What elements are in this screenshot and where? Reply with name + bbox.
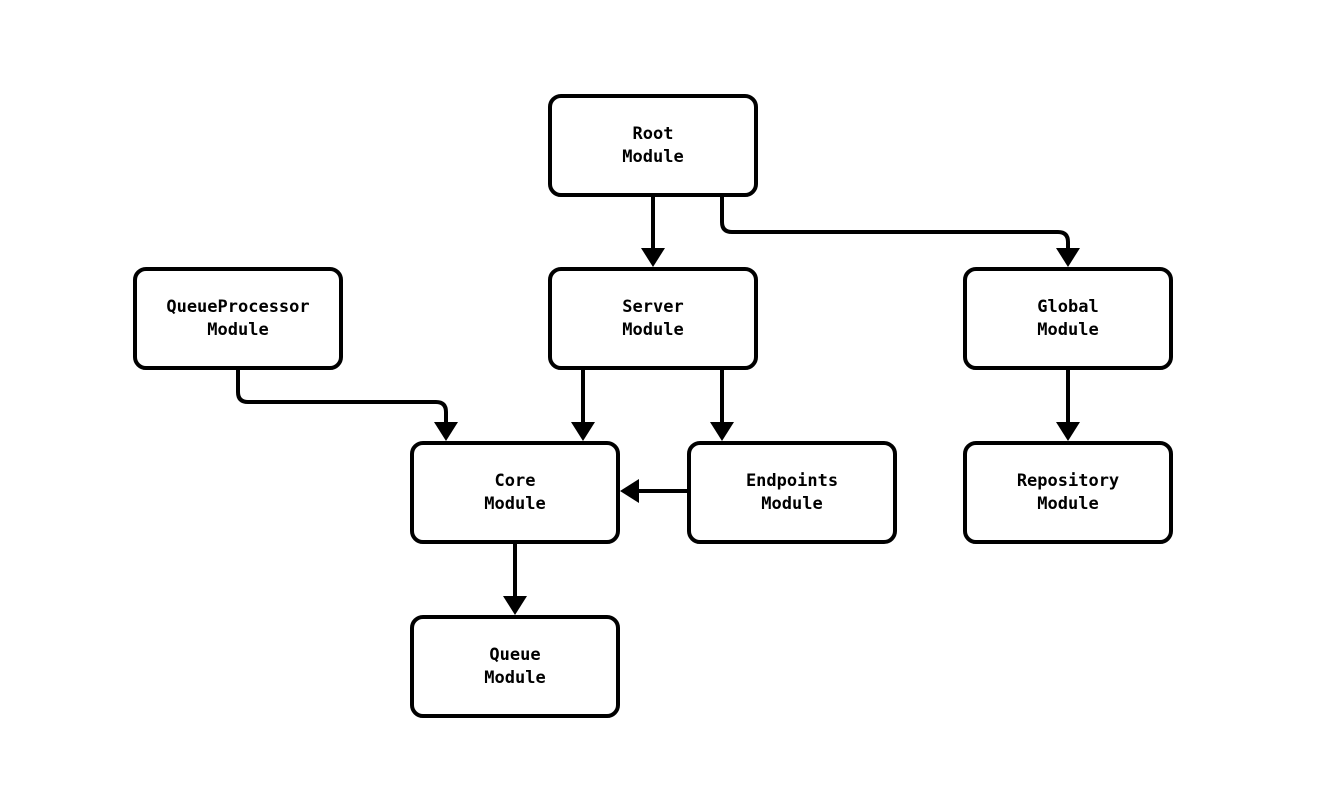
node-global-module-label: Global Module — [1037, 296, 1099, 340]
node-repository-module[interactable]: Repository Module — [963, 441, 1173, 544]
edge-root-to-server — [641, 197, 665, 267]
edge-queueprocessor-to-core — [236, 370, 458, 441]
edge-server-to-core — [571, 370, 595, 441]
edge-server-to-endpoints — [710, 370, 734, 441]
node-root-module[interactable]: Root Module — [548, 94, 758, 197]
node-global-module[interactable]: Global Module — [963, 267, 1173, 370]
edge-core-to-queue — [503, 544, 527, 615]
node-repository-module-label: Repository Module — [1016, 470, 1120, 514]
node-server-module[interactable]: Server Module — [548, 267, 758, 370]
edge-endpoints-to-core — [620, 479, 687, 503]
node-endpoints-module-label: Endpoints Module — [745, 470, 839, 514]
node-server-module-label: Server Module — [622, 296, 684, 340]
node-root-module-label: Root Module — [622, 123, 684, 167]
node-endpoints-module[interactable]: Endpoints Module — [687, 441, 897, 544]
edge-global-to-repository — [1056, 370, 1080, 441]
node-queueprocessor-module[interactable]: QueueProcessor Module — [133, 267, 343, 370]
node-queue-module-label: Queue Module — [484, 644, 546, 688]
node-queueprocessor-module-label: QueueProcessor Module — [166, 296, 310, 340]
node-core-module-label: Core Module — [484, 470, 546, 514]
edge-root-to-global — [720, 197, 1080, 267]
node-core-module[interactable]: Core Module — [410, 441, 620, 544]
node-queue-module[interactable]: Queue Module — [410, 615, 620, 718]
